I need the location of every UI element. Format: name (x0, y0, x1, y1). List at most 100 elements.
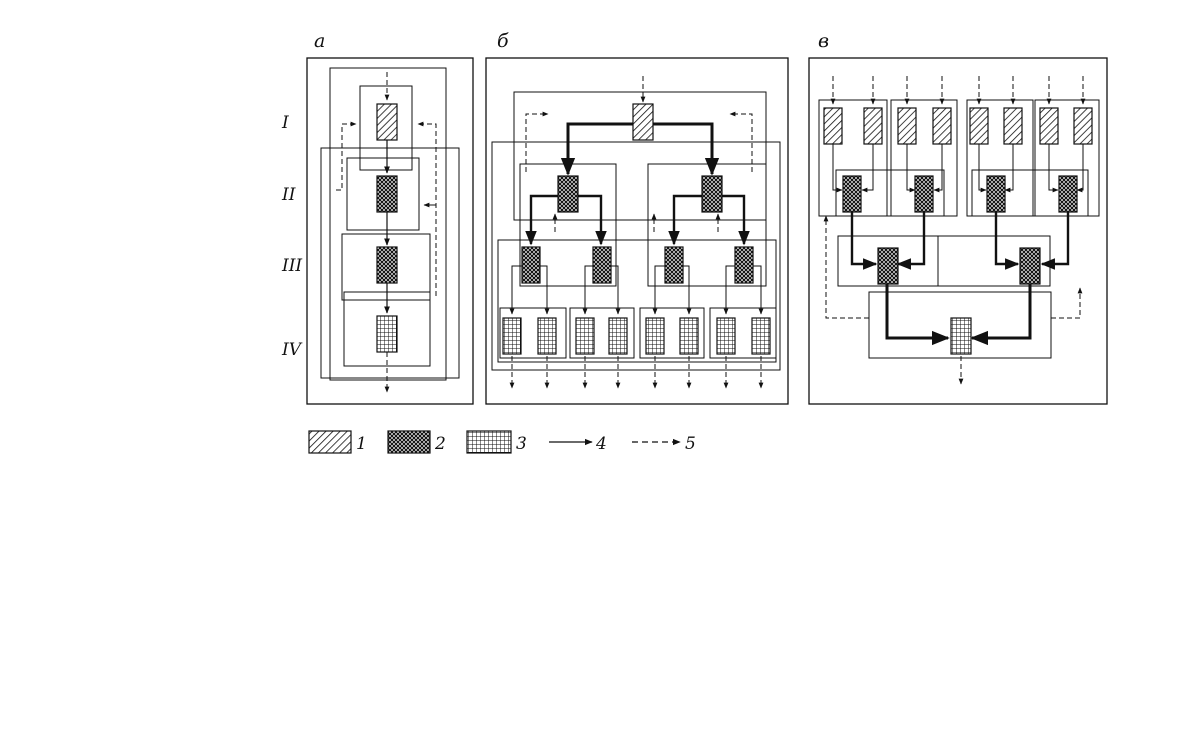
panel-a-feedback-right (417, 121, 437, 296)
legend-label-2: 2 (434, 434, 446, 454)
panel-b-block-bottom-5 (645, 317, 665, 355)
panel-c (808, 57, 1108, 405)
panel-b-group-pair-1 (499, 307, 567, 359)
panel-a-group-3 (346, 157, 420, 231)
panel-b-block-bottom-3 (575, 317, 595, 355)
panel-b-group-low (497, 239, 777, 363)
panel-b-block-bottom-8 (751, 317, 771, 355)
panel-a-block-level3 (376, 246, 398, 284)
panel-c-block-top-8 (1073, 107, 1093, 145)
panel-b-link-3-3a (652, 265, 666, 315)
panel-c-block-bottom (950, 317, 972, 355)
panel-b-link-3-3b (682, 265, 692, 315)
panel-label-a: а (314, 30, 325, 52)
panel-b-link-3-1b (540, 265, 550, 315)
panel-c-block-mid-3 (986, 175, 1006, 213)
panel-c-block-mid-2 (914, 175, 934, 213)
panel-c-block-top-4 (932, 107, 952, 145)
panel-a-group-2 (320, 147, 460, 379)
panel-a-frame (306, 57, 474, 405)
panel-c-block-top-7 (1039, 107, 1059, 145)
panel-a (306, 57, 474, 405)
panel-b-block-low-4 (734, 246, 754, 284)
panel-c-block-low-right (1019, 247, 1041, 285)
legend: 1 2 3 4 5 (308, 430, 696, 454)
panel-b-link-r-2 (722, 194, 750, 246)
panel-c-link-2b (933, 144, 943, 193)
panel-a-block-level2 (376, 175, 398, 213)
panel-b-link-3-1a (509, 265, 524, 315)
panel-c-link-low-left (885, 284, 950, 346)
legend-label-4: 4 (595, 434, 607, 454)
panel-c-link-mid-3 (994, 212, 1020, 270)
panel-b-link-l-2 (578, 194, 607, 246)
panel-c-group-mid-right (971, 169, 1089, 217)
panel-b-link-top-left (560, 122, 633, 176)
panel-c-frame (808, 57, 1108, 405)
legend-label-5: 5 (685, 434, 696, 454)
panel-b-group-pair-4 (709, 307, 777, 359)
panel-label-b: б (497, 30, 509, 52)
panel-c-block-top-1 (823, 107, 843, 145)
panel-c-block-top-6 (1003, 107, 1023, 145)
panel-a-feedback-left (336, 121, 357, 191)
panel-c-block-mid-1 (842, 175, 862, 213)
panel-b-link-r-1 (668, 194, 702, 246)
legend-swatch-crosshatch (387, 430, 431, 454)
legend-swatch-hatch (308, 430, 352, 454)
panel-c-link-4a (1048, 144, 1059, 193)
panel-b-block-mid-right (701, 175, 723, 213)
panel-b-block-low-1 (521, 246, 541, 284)
panel-b-block-mid-left (557, 175, 579, 213)
panel-c-link-2a (906, 144, 916, 193)
panel-b-link-top-right (653, 122, 720, 176)
panel-c-block-low-left (877, 247, 899, 285)
legend-label-1: 1 (356, 434, 367, 454)
panel-b-block-bottom-7 (716, 317, 736, 355)
level-label-3: III (281, 256, 302, 276)
panel-c-feedback-right (1051, 287, 1083, 319)
level-label-2: II (281, 185, 296, 205)
panel-a-group-4 (341, 233, 431, 301)
panel-c-link-mid-2 (896, 212, 926, 270)
panel-b-block-low-3 (664, 246, 684, 284)
panel-a-block-level1 (376, 103, 398, 141)
level-label-1: I (281, 113, 289, 133)
panel-c-link-3b (1004, 144, 1014, 193)
panel-b-link-3-4b (752, 265, 764, 315)
level-label-4: IV (281, 340, 303, 360)
panel-c-link-3a (978, 144, 987, 193)
panel-b-group-top (513, 91, 767, 221)
panel-b-link-l-1 (525, 194, 558, 246)
panel-b-group-pair-3 (639, 307, 705, 359)
panel-c-block-mid-4 (1058, 175, 1078, 213)
panel-c-link-1a (832, 144, 843, 193)
panel-b-block-bottom-1 (502, 317, 522, 355)
panel-label-c: в (818, 30, 829, 52)
panel-a-block-level4 (376, 315, 398, 353)
panel-a-group-outer (329, 67, 447, 381)
panel-b-group-pair-2 (569, 307, 635, 359)
panel-c-link-1b (861, 144, 874, 193)
legend-swatch-grid (466, 430, 512, 454)
panel-c-group-mid-left (835, 169, 945, 217)
panel-b-link-3-2a (582, 265, 594, 315)
legend-label-3: 3 (516, 434, 527, 454)
panel-c-link-mid-4 (1040, 212, 1070, 270)
panel-c-link-mid-1 (850, 212, 878, 270)
panel-c-feedback-left (823, 215, 869, 319)
panel-b-link-3-2b (610, 265, 621, 315)
panel-c-block-top-3 (897, 107, 917, 145)
panel-b-feedback-right (729, 111, 753, 172)
panel-b-link-3-4a (723, 265, 736, 315)
panel-b-block-low-2 (592, 246, 612, 284)
panel-c-block-top-5 (969, 107, 989, 145)
panel-b (485, 57, 789, 405)
panel-b-block-bottom-2 (537, 317, 557, 355)
panel-b-block-bottom-6 (679, 317, 699, 355)
panel-c-group-bottom (868, 291, 1052, 359)
panel-b-feedback-left (525, 111, 549, 172)
panel-b-block-bottom-4 (608, 317, 628, 355)
panel-c-block-top-2 (863, 107, 883, 145)
